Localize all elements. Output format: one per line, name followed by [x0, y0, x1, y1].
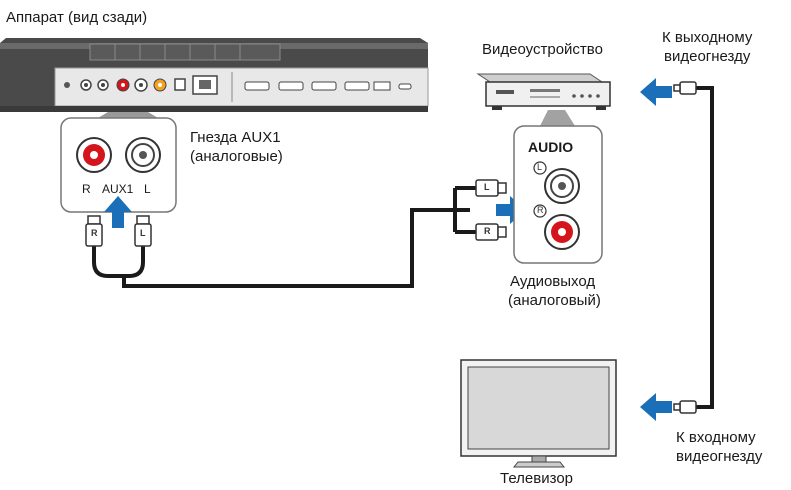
unit-rear-label: Аппарат (вид сзади) — [6, 9, 148, 26]
left-arrow-bottom-icon — [640, 393, 672, 421]
audio-out-label-line2: (аналоговый) — [508, 292, 601, 309]
plug-r-audio-label: R — [484, 226, 491, 236]
aux-l-label: L — [144, 182, 151, 196]
aux-jacks-label-line1: Гнезда AUX1 — [190, 129, 281, 146]
aux-l-jack — [125, 137, 161, 173]
audio-cable — [122, 208, 470, 288]
audio-title: AUDIO — [528, 139, 574, 155]
plug-r-aux — [85, 215, 103, 247]
to-video-out-label-line2: видеогнезду — [664, 48, 751, 65]
soundbar-ports — [64, 72, 412, 102]
tv-label: Телевизор — [500, 470, 574, 487]
aux-r-label: R — [82, 182, 91, 196]
plug-l-audio-label: L — [484, 182, 490, 192]
television — [460, 359, 617, 468]
soundbar-rear — [0, 38, 429, 112]
plug-r-audio — [475, 223, 507, 241]
audio-out-label-line1: Аудиовыход — [510, 273, 596, 290]
audio-l-mark: L — [537, 162, 543, 172]
to-video-in-label-line2: видеогнезду — [676, 448, 763, 465]
to-video-out-label-line1: К выходному — [662, 29, 753, 46]
right-arrow-icon — [496, 196, 526, 224]
left-arrow-top-icon — [640, 78, 672, 106]
plug-l-aux-label: L — [140, 228, 146, 238]
video-cable — [696, 86, 714, 409]
aux-r-jack — [76, 137, 112, 173]
video-device — [476, 73, 611, 110]
plug-l-aux — [134, 215, 152, 247]
to-video-in-label-line1: К входному — [676, 429, 756, 446]
video-plug-bottom — [673, 400, 697, 414]
plug-r-aux-label: R — [91, 228, 98, 238]
aux-name-label: AUX1 — [102, 182, 134, 196]
video-device-label: Видеоустройство — [482, 41, 603, 58]
up-arrow-icon — [104, 196, 132, 228]
audio-l-jack — [544, 168, 580, 204]
audio-r-jack — [544, 214, 580, 250]
aux-jacks-label-line2: (аналоговые) — [190, 148, 283, 165]
plug-l-audio — [475, 179, 507, 197]
cable-r-lead — [92, 245, 130, 278]
video-plug-top — [673, 81, 697, 95]
audio-r-mark: R — [537, 205, 544, 215]
